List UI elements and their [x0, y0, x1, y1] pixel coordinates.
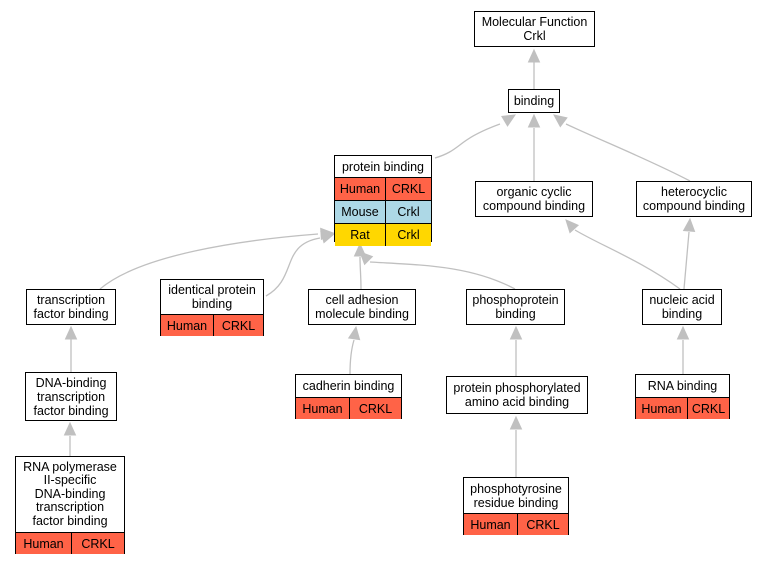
node-molecular-function[interactable]: Molecular Function Crkl: [474, 11, 595, 47]
node-label-line: nucleic acid: [649, 293, 715, 307]
node-label-line: RNA binding: [647, 379, 718, 393]
edge-phospho-to-protein: [369, 261, 516, 290]
node-label-line: compound binding: [642, 199, 746, 213]
annotation-row: Human CRKL: [161, 314, 263, 336]
node-label-line: factor binding: [33, 403, 109, 418]
gene-cell: CRKL: [517, 514, 568, 535]
arrowhead-binding-to-mf: [527, 48, 541, 63]
node-label-line: heterocyclic: [661, 185, 727, 199]
node-label-line: phosphoprotein: [472, 293, 559, 307]
species-cell: Human: [161, 315, 213, 336]
gene-cell: CRKL: [213, 315, 263, 336]
node-cadherin-binding[interactable]: cadherin binding Human CRKL: [295, 374, 402, 419]
species-cell: Rat: [335, 224, 385, 246]
node-label-line: cell adhesion: [325, 293, 399, 307]
edge-nucleic-to-hetero: [683, 231, 690, 290]
node-label-line: Molecular Function: [481, 15, 588, 29]
node-label-line: DNA-binding: [35, 375, 107, 390]
node-heterocyclic-compound-binding[interactable]: heterocyclic compound binding: [636, 181, 752, 217]
node-protein-phosphorylated-amino-acid-binding[interactable]: protein phosphorylated amino acid bindin…: [446, 376, 588, 414]
node-organic-cyclic-compound-binding[interactable]: organic cyclic compound binding: [475, 181, 593, 217]
gene-cell: Crkl: [385, 224, 431, 246]
edge-protein-to-binding: [434, 123, 501, 159]
node-protein-binding[interactable]: protein binding Human CRKL Mouse Crkl Ra…: [334, 155, 432, 246]
edge-nucleic-to-organic: [574, 229, 681, 290]
node-phosphotyrosine-residue-binding[interactable]: phosphotyrosine residue binding Human CR…: [463, 477, 569, 535]
arrowhead-phospho-to-protein: [359, 251, 374, 266]
arrowhead-dnatf-to-tfb: [64, 325, 78, 340]
node-label-line: transcription: [35, 500, 105, 515]
node-rna-polymerase-ii-specific-dna-binding-transcription-factor-binding[interactable]: RNA polymerase II-specific DNA-binding t…: [15, 456, 125, 554]
node-label-line: binding: [495, 307, 536, 321]
edge-tfb-to-protein: [99, 233, 319, 290]
node-label-line: II-specific: [43, 473, 97, 488]
arrowhead-cadherin-to-celladh: [347, 325, 361, 341]
species-cell: Human: [16, 533, 71, 554]
node-label-line: molecule binding: [315, 307, 409, 321]
gene-cell: Crkl: [385, 201, 431, 223]
gene-cell: CRKL: [349, 398, 401, 419]
node-label-line: transcription: [36, 293, 106, 307]
arrowhead-pphos-to-phospho: [509, 325, 523, 340]
node-rna-binding[interactable]: RNA binding Human CRKL: [635, 374, 730, 419]
annotation-row: Human CRKL: [335, 177, 431, 200]
node-cell-adhesion-molecule-binding[interactable]: cell adhesion molecule binding: [308, 289, 416, 325]
annotation-row: Human CRKL: [464, 513, 568, 535]
node-label-line: identical protein: [168, 283, 256, 297]
annotation-row: Mouse Crkl: [335, 200, 431, 223]
species-cell: Human: [296, 398, 349, 419]
node-label-line: binding: [661, 307, 703, 321]
edge-cadherin-to-celladh: [349, 339, 355, 375]
arrowhead-nucleic-to-organic: [565, 219, 580, 234]
gene-cell: CRKL: [71, 533, 124, 554]
node-label-line: factor binding: [33, 307, 109, 321]
node-label-line: protein phosphorylated: [453, 381, 581, 395]
arrowhead-protein-to-binding: [501, 114, 517, 127]
annotation-row: Human CRKL: [636, 397, 729, 419]
node-dna-binding-transcription-factor-binding[interactable]: DNA-binding transcription factor binding: [25, 372, 117, 421]
gene-cell: CRKL: [687, 398, 729, 419]
node-binding[interactable]: binding: [508, 89, 560, 113]
edge-celladh-to-protein: [359, 256, 362, 290]
node-phosphoprotein-binding[interactable]: phosphoprotein binding: [466, 289, 565, 325]
edge-hetero-to-binding: [565, 123, 691, 182]
edge-identical-to-protein: [265, 237, 321, 297]
node-label-line: transcription: [36, 389, 106, 404]
node-label-line: residue binding: [473, 495, 559, 510]
node-label-line: binding: [191, 297, 233, 311]
arrowhead-nucleic-to-hetero: [682, 217, 696, 232]
arrowhead-rna-to-nucleic: [676, 325, 690, 340]
node-label-line: RNA polymerase: [23, 459, 117, 474]
species-cell: Mouse: [335, 201, 385, 223]
gene-cell: CRKL: [385, 178, 431, 200]
node-label-line: factor binding: [32, 513, 108, 528]
annotation-row: Rat Crkl: [335, 223, 431, 246]
node-label-line: phosphotyrosine: [470, 481, 562, 496]
node-transcription-factor-binding[interactable]: transcription factor binding: [26, 289, 116, 325]
node-label-line: amino acid binding: [464, 395, 570, 409]
arrowhead-hetero-to-binding: [553, 114, 568, 128]
node-label-line: compound binding: [482, 199, 586, 213]
node-label-line: cadherin binding: [302, 379, 395, 393]
arrowhead-ptyr-to-pphos: [509, 415, 523, 430]
arrowhead-identical-to-protein: [320, 231, 336, 244]
node-label-line: organic cyclic: [496, 185, 572, 199]
species-cell: Human: [335, 178, 385, 200]
node-identical-protein-binding[interactable]: identical protein binding Human CRKL: [160, 279, 264, 336]
arrowhead-organic-to-binding: [527, 113, 541, 128]
annotation-row: Human CRKL: [16, 532, 124, 554]
arrowhead-rnapol-to-dnatf: [63, 421, 77, 436]
species-cell: Human: [464, 514, 517, 535]
species-cell: Human: [636, 398, 687, 419]
node-nucleic-acid-binding[interactable]: nucleic acid binding: [642, 289, 722, 325]
node-label-line: binding: [513, 94, 555, 108]
annotation-row: Human CRKL: [296, 397, 401, 419]
node-label-line: protein binding: [341, 159, 424, 174]
node-label-line: DNA-binding: [34, 486, 106, 501]
node-label-line: Crkl: [523, 29, 546, 43]
